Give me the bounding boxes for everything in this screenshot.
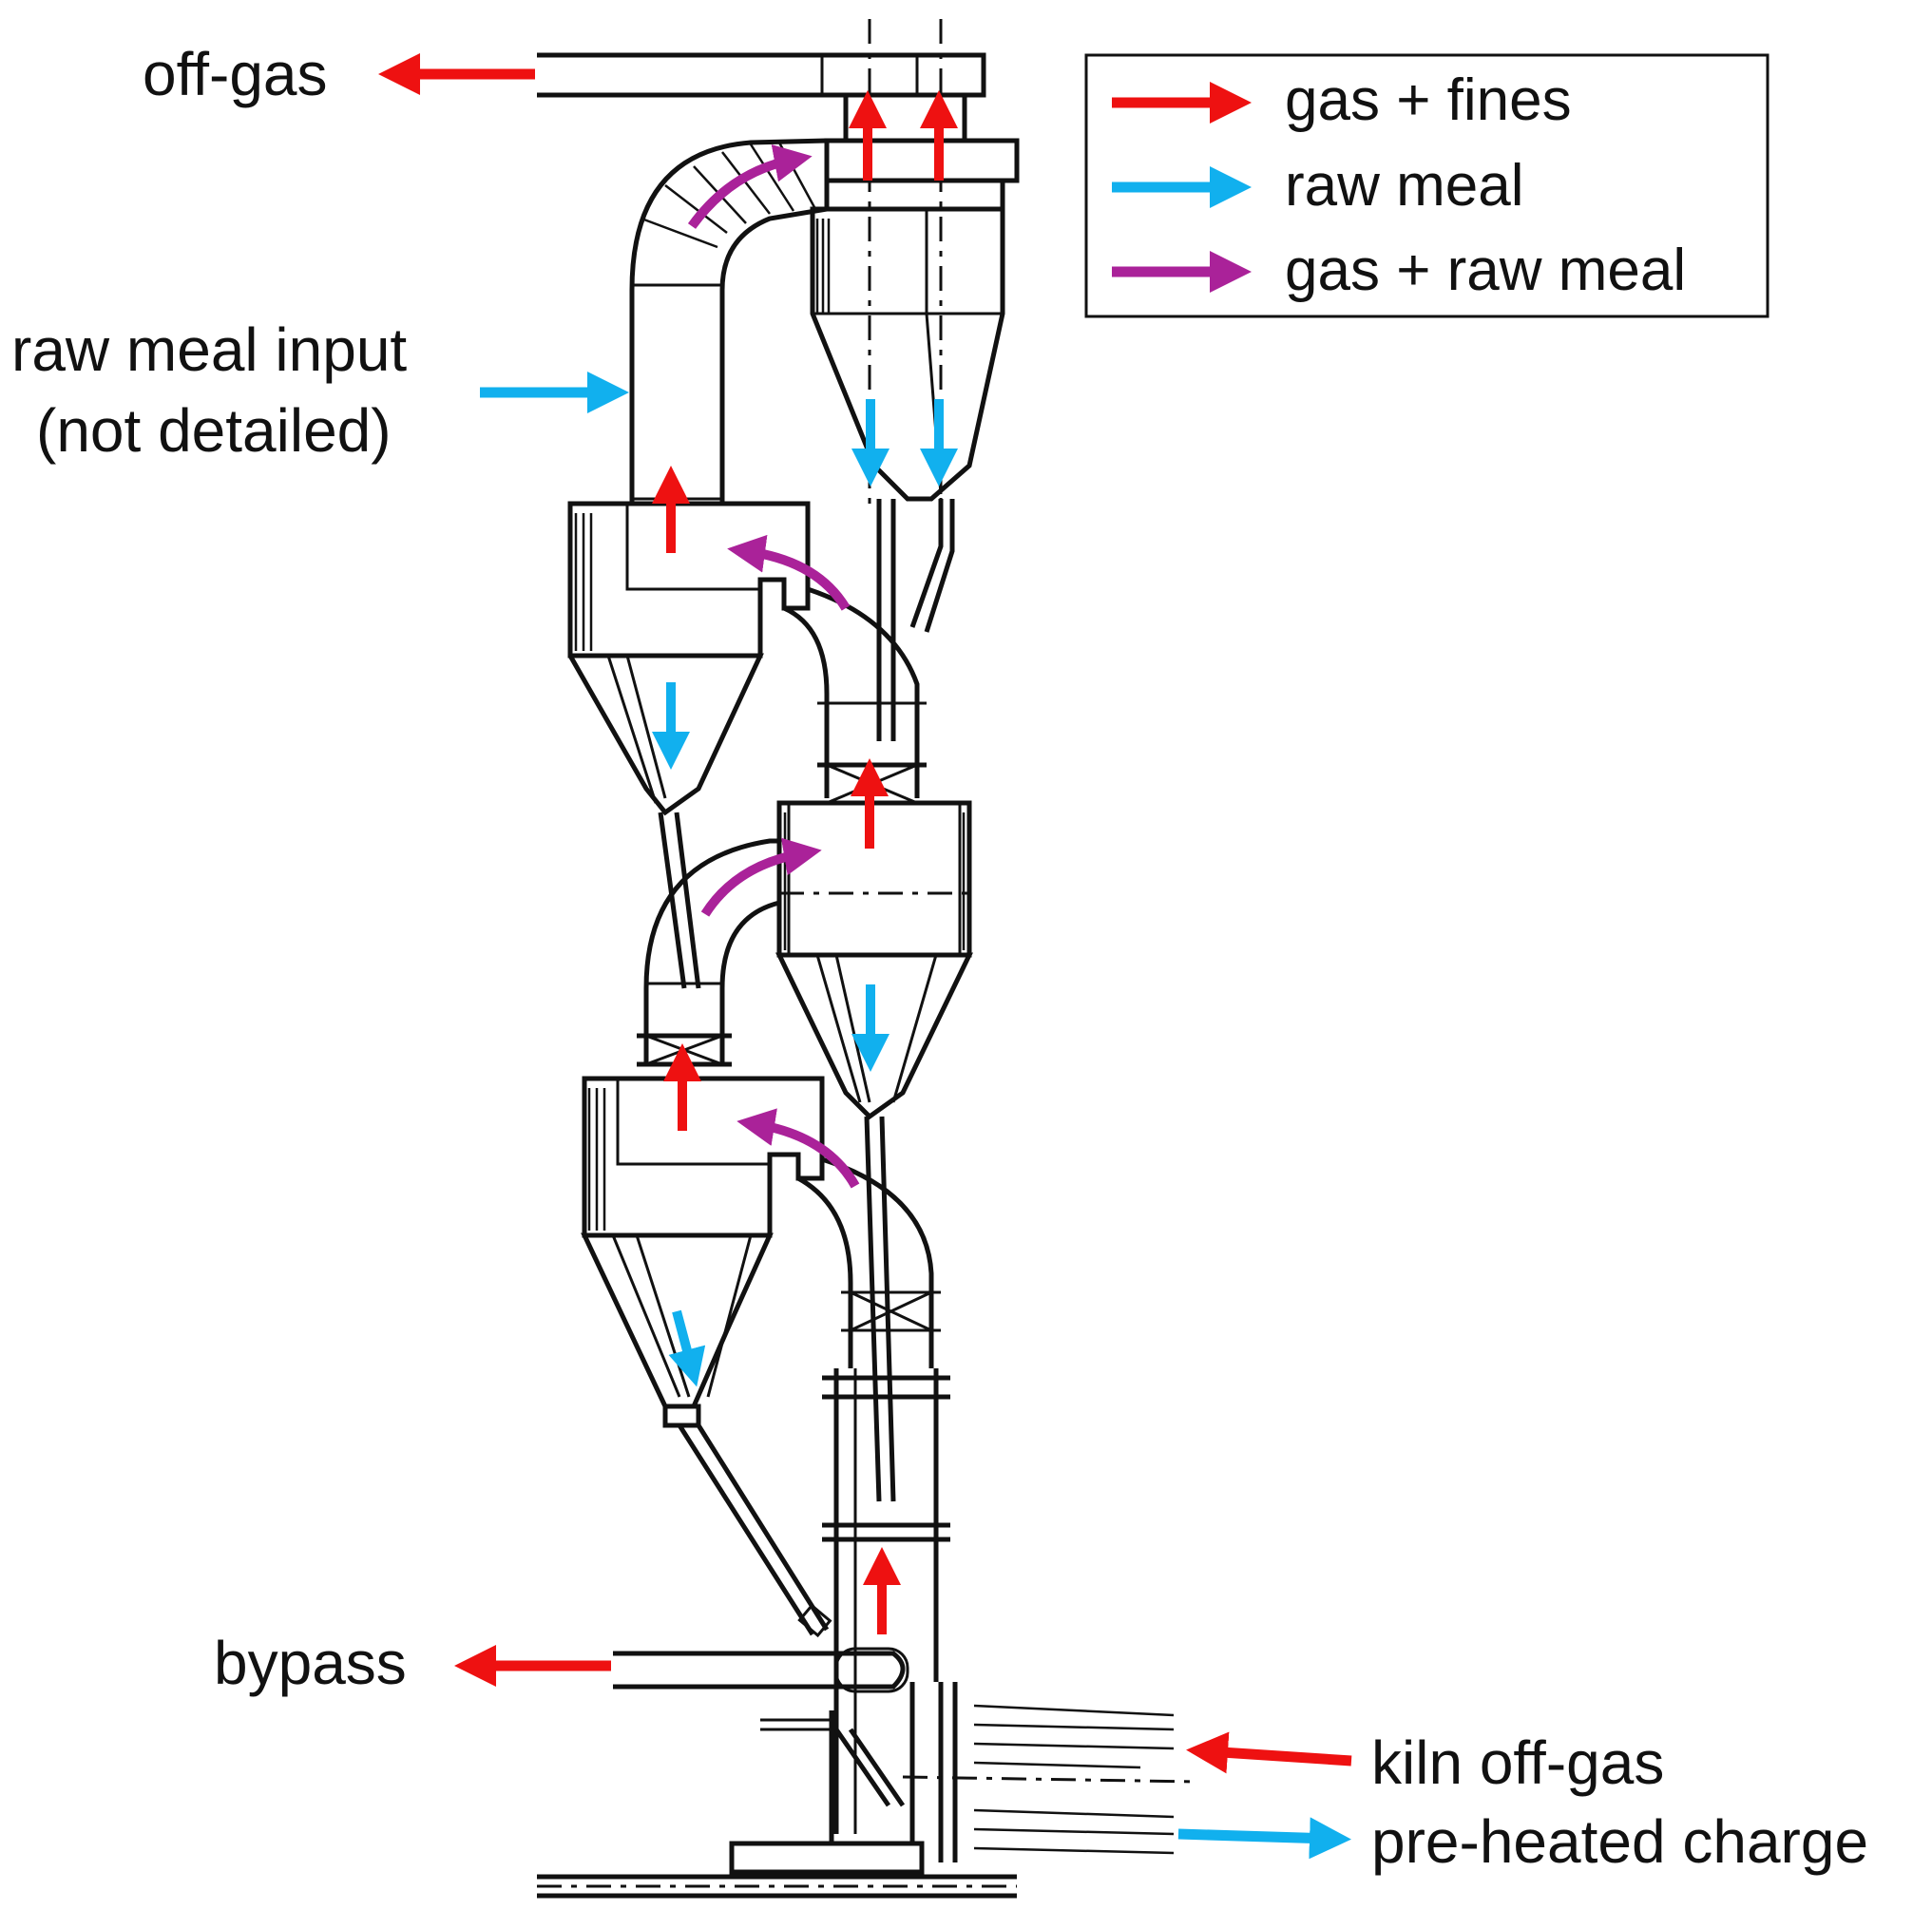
bypass-duct — [613, 1651, 906, 1690]
arrow-pre-heated-charge — [1177, 1817, 1351, 1860]
flow-arrow-gas-raw-meal-4 — [736, 1108, 860, 1189]
flow-arrow-raw-meal-4 — [668, 1309, 706, 1387]
flow-arrow-gas-raw-meal-2 — [727, 534, 851, 611]
label-bypass: bypass — [214, 1629, 407, 1697]
flow-arrow-gas-raw-meal-1 — [687, 143, 813, 229]
cyclone-stage-1 — [810, 92, 1020, 741]
flow-arrows — [652, 90, 958, 1634]
legend: gas + fines raw meal gas + raw meal — [1084, 53, 1769, 318]
legend-item-gas-raw-meal: gas + raw meal — [1112, 238, 1686, 303]
label-pre-heated-charge: pre-heated charge — [1371, 1807, 1868, 1876]
legend-item-gas-fines: gas + fines — [1112, 67, 1572, 133]
arrow-kiln-off-gas — [1186, 1731, 1352, 1774]
label-raw-meal-input: raw meal input — [11, 315, 407, 384]
off-gas-duct — [537, 52, 986, 98]
cyclone-stage-4 — [581, 1076, 941, 1638]
riser-duct-lower — [537, 1368, 1198, 1899]
legend-item-raw-meal: raw meal — [1112, 153, 1524, 219]
legend-label-raw-meal: raw meal — [1285, 153, 1524, 219]
legend-label-gas-fines: gas + fines — [1285, 67, 1572, 133]
label-off-gas: off-gas — [143, 40, 328, 108]
label-raw-meal-input-note: (not detailed) — [36, 396, 392, 465]
riser-duct-1 — [629, 138, 828, 504]
legend-label-gas-raw-meal: gas + raw meal — [1285, 238, 1686, 303]
flow-arrow-gas-raw-meal-3 — [700, 837, 822, 917]
label-kiln-off-gas: kiln off-gas — [1371, 1728, 1664, 1797]
